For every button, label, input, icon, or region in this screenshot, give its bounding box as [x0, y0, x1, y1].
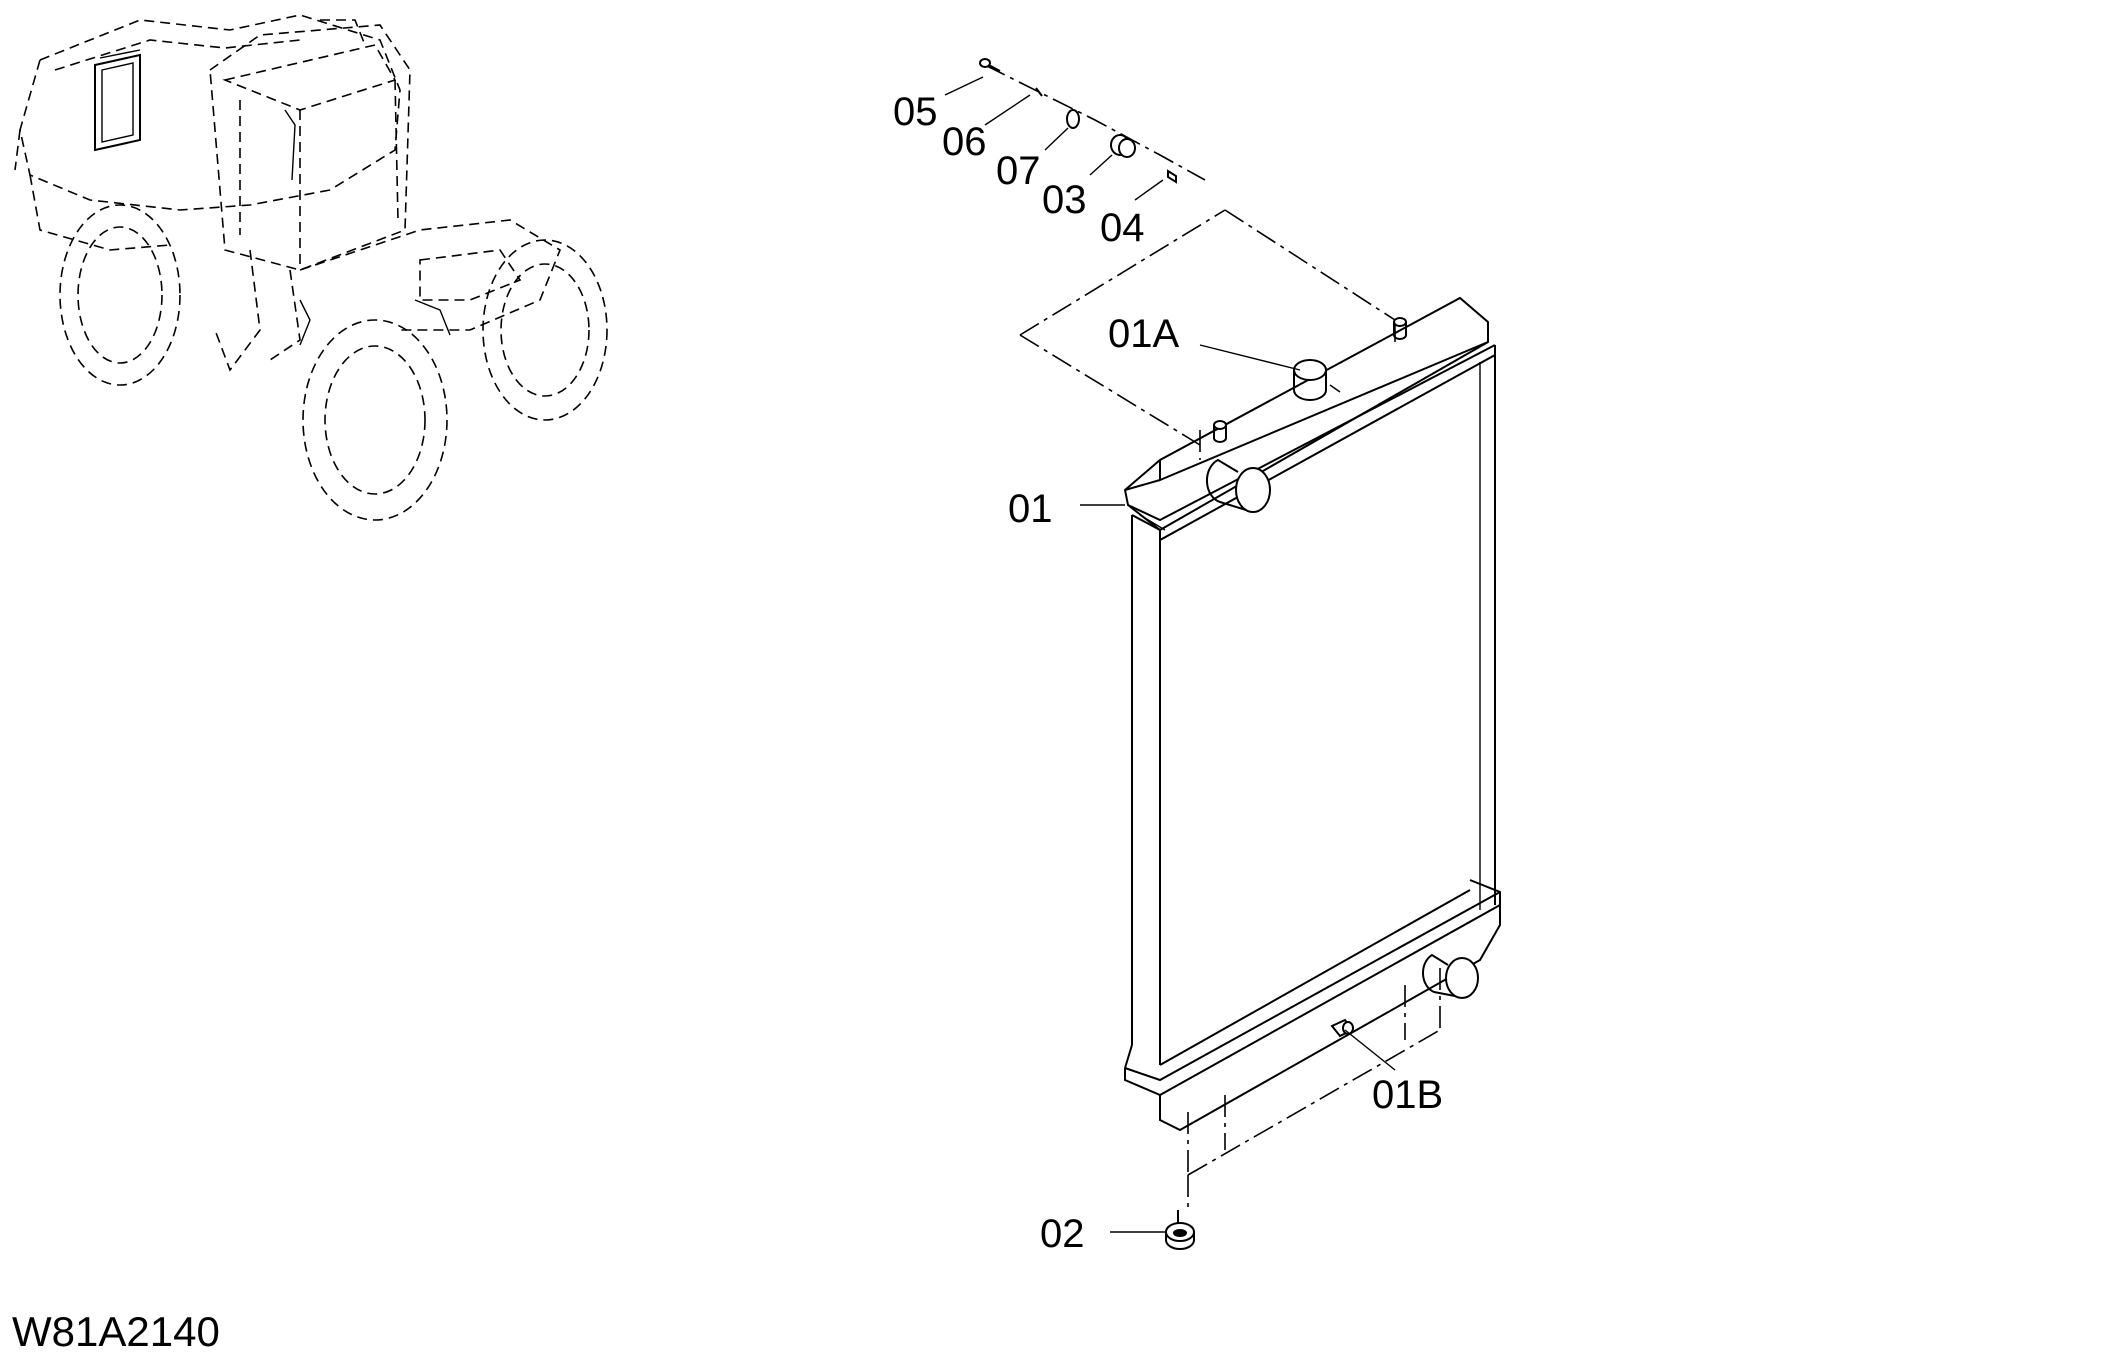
callout-01B: 01B — [1372, 1073, 1443, 1117]
callout-05: 05 — [893, 90, 938, 134]
callout-06: 06 — [942, 120, 987, 164]
radiator-assembly — [1019, 209, 1501, 1210]
drawing-id: W81A2140 — [12, 1308, 220, 1355]
callout-04: 04 — [1100, 206, 1145, 250]
mounting-hardware — [979, 58, 1206, 184]
callout-01: 01 — [1008, 487, 1053, 531]
callout-03: 03 — [1042, 178, 1087, 222]
leader-lines — [944, 76, 1396, 1233]
callout-01A: 01A — [1108, 312, 1179, 356]
callout-02: 02 — [1040, 1212, 1085, 1256]
machine-overview-illustration — [14, 14, 608, 521]
callout-07: 07 — [996, 149, 1041, 193]
bottom-cushion-part — [1165, 1210, 1195, 1250]
callout-labels: 05 06 07 03 04 01A 01 01B 02 — [893, 90, 1443, 1256]
